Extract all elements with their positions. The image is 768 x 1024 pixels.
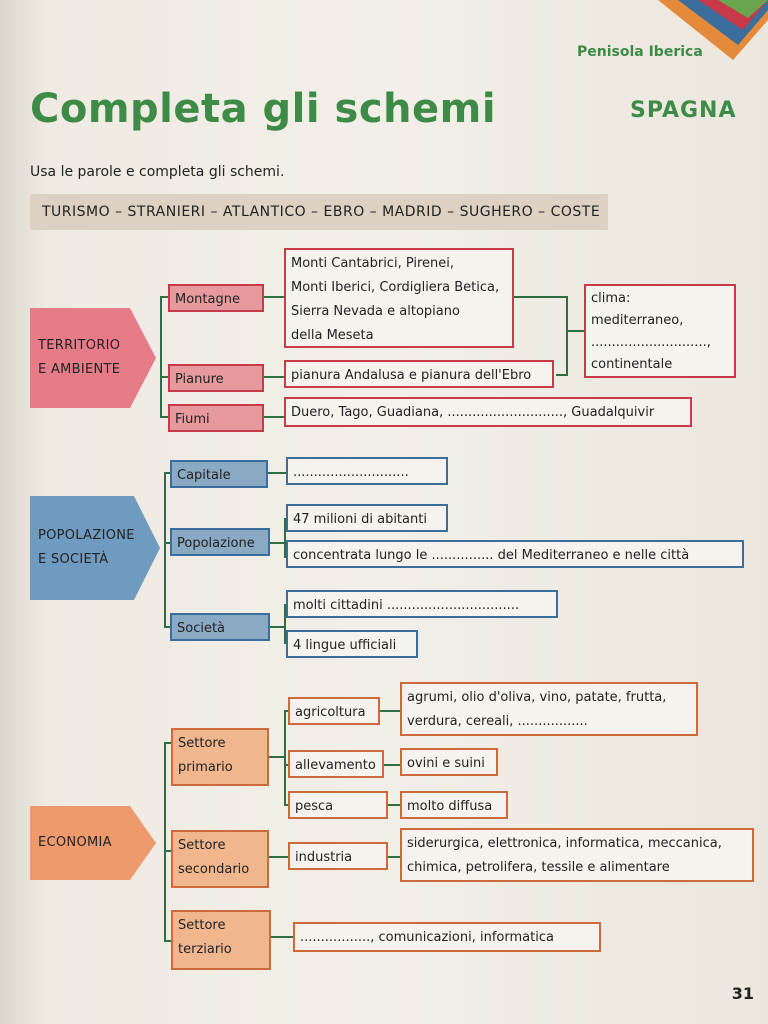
word-bank: TURISMO – STRANIERI – ATLANTICO – EBRO –…: [30, 194, 608, 230]
connector: [388, 856, 402, 858]
territorio-arrow-shape: [30, 308, 156, 408]
pianure-label: Pianure: [168, 364, 264, 392]
fiumi-detail: Duero, Tago, Guadiana, .................…: [284, 397, 692, 427]
primario-label: Settore primario: [171, 728, 269, 786]
country-title: SPAGNA: [630, 98, 737, 123]
connector: [270, 626, 284, 628]
connector: [556, 374, 568, 376]
connector: [164, 542, 172, 544]
connector: [566, 330, 586, 332]
connector: [160, 416, 170, 418]
connector: [160, 296, 170, 298]
connector: [164, 850, 172, 852]
connector: [164, 742, 172, 744]
connector: [264, 296, 286, 298]
pesca-label: pesca: [288, 791, 388, 819]
connector: [269, 756, 285, 758]
secondario-label: Settore secondario: [171, 830, 269, 888]
connector: [268, 472, 288, 474]
connector: [160, 296, 162, 418]
connector: [264, 376, 286, 378]
connector: [284, 804, 290, 806]
pesca-detail: molto diffusa: [400, 791, 508, 819]
connector: [380, 710, 402, 712]
economia-arrow-shape: [30, 806, 156, 880]
connector: [160, 376, 170, 378]
agricoltura-detail: agrumi, olio d'oliva, vino, patate, frut…: [400, 682, 698, 736]
pianure-detail: pianura Andalusa e pianura dell'Ebro: [284, 360, 554, 388]
connector: [514, 296, 568, 298]
industria-detail: siderurgica, elettronica, informatica, m…: [400, 828, 754, 882]
connector: [164, 472, 172, 474]
terziario-label: Settore terziario: [171, 910, 271, 970]
abitanti-detail: 47 milioni di abitanti: [286, 504, 448, 532]
popolazione-heading: POPOLAZIONE E SOCIETÀ: [38, 528, 135, 567]
connector: [284, 710, 286, 806]
popolazione-label: Popolazione: [170, 528, 270, 556]
connector: [284, 604, 286, 644]
page-number: 31: [731, 984, 754, 1003]
allevamento-label: allevamento: [288, 750, 384, 778]
connector: [388, 804, 402, 806]
terziario-detail: ................., comunicazioni, inform…: [293, 922, 601, 952]
lingue-detail: 4 lingue ufficiali: [286, 630, 418, 658]
territorio-heading: TERRITORIO E AMBIENTE: [38, 338, 121, 377]
capitale-label: Capitale: [170, 460, 268, 488]
connector: [264, 416, 286, 418]
connector: [284, 710, 290, 712]
page-title: Completa gli schemi: [30, 86, 497, 132]
capitale-detail: ............................: [286, 457, 448, 485]
concentrata-detail: concentrata lungo le ............... del…: [286, 540, 744, 568]
section-label: Penisola Iberica: [577, 44, 703, 60]
instructions: Usa le parole e completa gli schemi.: [30, 164, 285, 180]
connector: [164, 626, 172, 628]
industria-label: industria: [288, 842, 388, 870]
fiumi-label: Fiumi: [168, 404, 264, 432]
connector: [566, 296, 568, 376]
economia-heading: ECONOMIA: [38, 835, 112, 850]
connector: [269, 856, 289, 858]
allevamento-detail: ovini e suini: [400, 748, 498, 776]
connector: [271, 936, 295, 938]
montagne-detail: Monti Cantabrici, Pirenei, Monti Iberici…: [284, 248, 514, 348]
clima-detail: clima: mediterraneo, ...................…: [584, 284, 736, 378]
connector: [164, 472, 166, 628]
montagne-label: Montagne: [168, 284, 264, 312]
cittadini-detail: molti cittadini ........................…: [286, 590, 558, 618]
connector: [164, 742, 166, 942]
connector: [284, 518, 286, 558]
societa-label: Società: [170, 613, 270, 641]
agricoltura-label: agricoltura: [288, 697, 380, 725]
connector: [164, 940, 172, 942]
popolazione-arrow-shape: [30, 496, 160, 600]
corner-decoration: [658, 0, 768, 60]
connector: [384, 764, 402, 766]
connector: [270, 542, 284, 544]
connector: [284, 764, 290, 766]
